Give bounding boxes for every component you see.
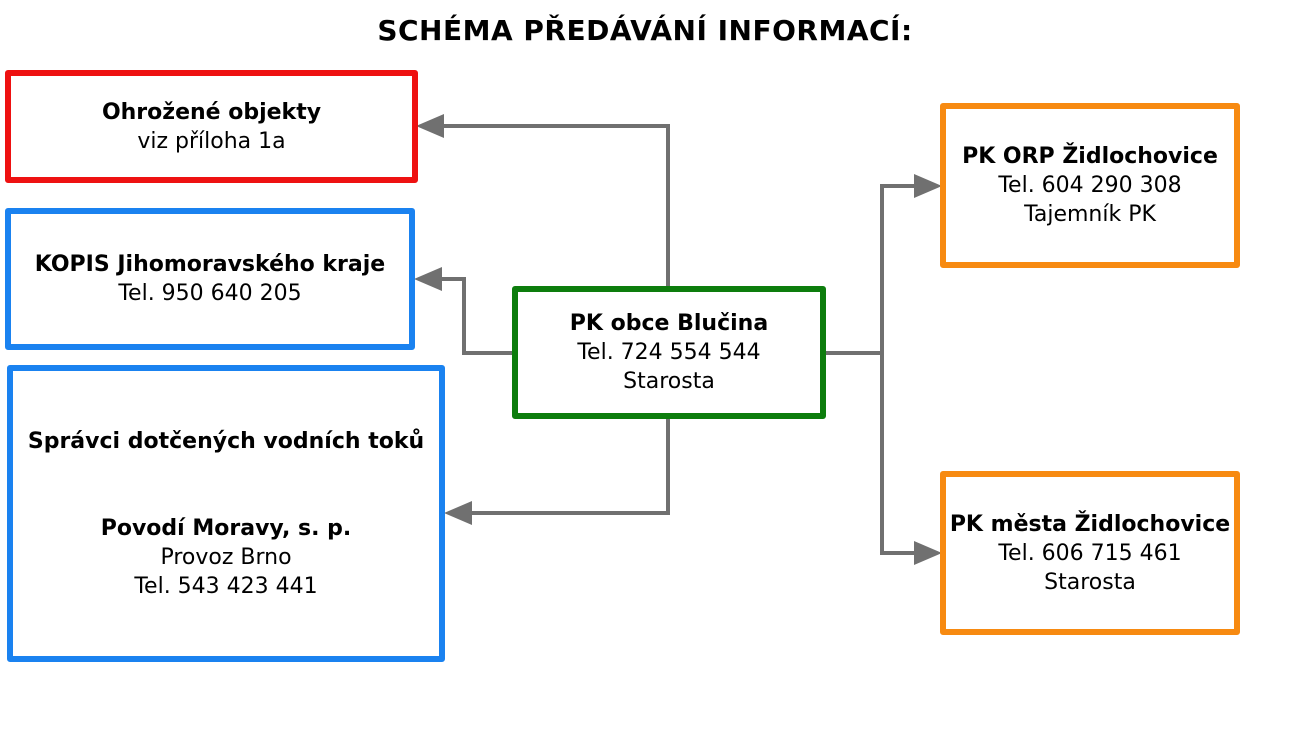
- node-orp: PK ORP Židlochovice Tel. 604 290 308 Taj…: [940, 103, 1240, 268]
- arrowhead-left-icon: [414, 267, 442, 291]
- node-orp-role: Tajemník PK: [1024, 202, 1156, 227]
- node-water-managers-tel: Tel. 543 423 441: [134, 573, 318, 599]
- node-center-tel: Tel. 724 554 544: [577, 340, 761, 365]
- arrowhead-left-icon: [444, 501, 472, 525]
- node-center-role: Starosta: [623, 369, 715, 394]
- arrowhead-right-icon: [914, 541, 942, 565]
- node-kopis: KOPIS Jihomoravského kraje Tel. 950 640 …: [5, 208, 415, 350]
- connector-to-kopis: [440, 277, 514, 355]
- node-water-managers: Správci dotčených vodních toků Povodí Mo…: [7, 365, 445, 662]
- node-town: PK města Židlochovice Tel. 606 715 461 S…: [940, 471, 1240, 635]
- node-center-name: PK obce Blučina: [569, 311, 769, 336]
- node-kopis-name: KOPIS Jihomoravského kraje: [34, 252, 386, 277]
- node-town-role: Starosta: [1044, 569, 1136, 595]
- node-town-tel: Tel. 606 715 461: [998, 540, 1182, 566]
- diagram-title: SCHÉMA PŘEDÁVÁNÍ INFORMACÍ:: [377, 14, 913, 47]
- node-threatened-objects: Ohrožené objekty viz příloha 1a: [5, 70, 418, 183]
- arrowhead-left-icon: [416, 114, 444, 138]
- node-threatened-objects-note: viz příloha 1a: [137, 128, 286, 154]
- connector-to-orp: [880, 184, 918, 353]
- node-kopis-tel: Tel. 950 640 205: [118, 281, 302, 306]
- node-town-name: PK města Židlochovice: [949, 511, 1231, 537]
- node-center: PK obce Blučina Tel. 724 554 544 Starost…: [512, 286, 826, 419]
- node-orp-name: PK ORP Židlochovice: [962, 144, 1218, 169]
- node-water-managers-heading: Správci dotčených vodních toků: [27, 428, 425, 454]
- connector-to-threatened-objects: [442, 124, 670, 288]
- node-water-managers-name: Povodí Moravy, s. p.: [100, 515, 352, 541]
- node-water-managers-unit: Provoz Brno: [160, 544, 292, 570]
- connector-to-town: [880, 353, 918, 555]
- connector-to-water-managers: [470, 418, 670, 515]
- arrowhead-right-icon: [914, 174, 942, 198]
- node-threatened-objects-name: Ohrožené objekty: [101, 99, 322, 125]
- node-orp-tel: Tel. 604 290 308: [998, 173, 1182, 198]
